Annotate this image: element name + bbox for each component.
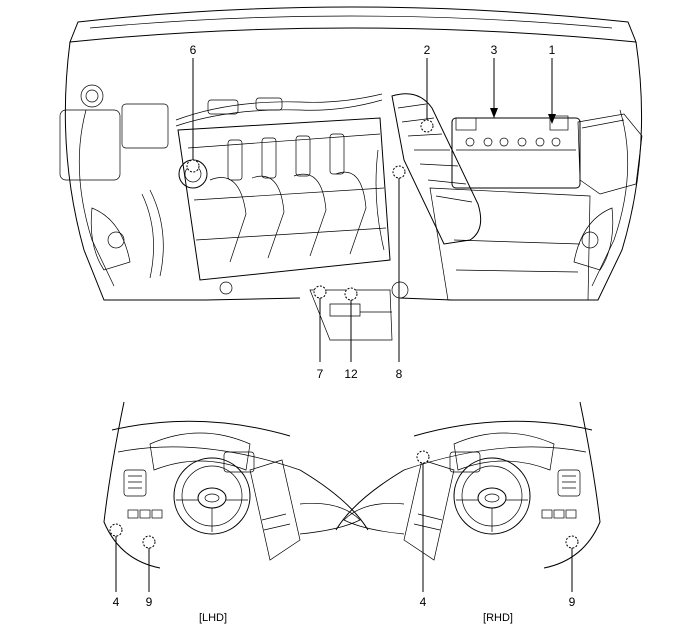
rhd-callout-9: 9 — [569, 595, 576, 609]
rhd-caption: [RHD] — [483, 612, 513, 624]
callout-6: 6 — [190, 43, 197, 57]
callout-7: 7 — [317, 367, 324, 381]
callout-1: 1 — [549, 43, 556, 57]
lhd-caption: [LHD] — [199, 612, 227, 624]
rhd-callout-4: 4 — [420, 595, 427, 609]
callout-8: 8 — [396, 367, 403, 381]
lhd-callout-9: 9 — [146, 595, 153, 609]
rhd-dashboard-illustration — [335, 401, 601, 569]
lhd-dashboard-illustration — [103, 401, 369, 569]
callout-12: 12 — [344, 367, 358, 381]
lhd-callout-4: 4 — [113, 595, 120, 609]
callout-3: 3 — [491, 43, 498, 57]
callout-2: 2 — [424, 43, 431, 57]
engine-bay-illustration — [59, 6, 643, 341]
